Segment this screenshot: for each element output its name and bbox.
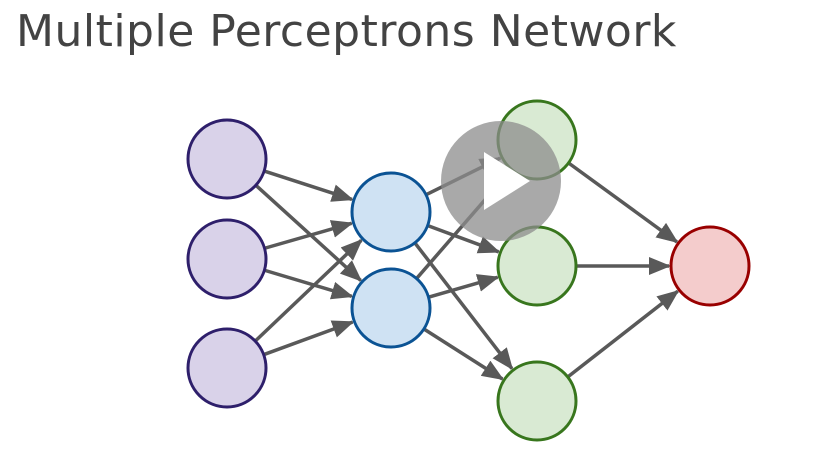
edge-hidden-2-1-to-output-1 [568,162,679,244]
page-title: Multiple Perceptrons Network [16,6,677,57]
edge-input-3-to-hidden-1-1 [254,238,363,342]
hidden-2-node-3 [496,360,578,442]
output-node-1 [669,225,751,307]
edge-input-2-to-hidden-1-2 [264,268,354,300]
hidden-1-node-1 [350,171,432,253]
edge-input-1-to-hidden-1-1 [264,169,354,202]
edge-hidden-1-2-to-hidden-2-3 [423,328,505,381]
edge-hidden-1-1-to-hidden-2-2 [427,224,501,254]
input-node-3 [186,327,268,409]
edge-input-3-to-hidden-1-2 [263,320,355,356]
edge-hidden-1-1-to-hidden-2-3 [414,242,514,371]
hidden-1-node-2 [350,267,432,349]
edge-input-2-to-hidden-1-1 [265,220,354,250]
nodes-group [186,99,751,442]
edge-input-1-to-hidden-1-2 [255,184,363,282]
input-node-1 [186,118,268,200]
input-node-2 [186,218,268,300]
play-icon[interactable] [484,152,530,210]
edge-hidden-2-3-to-output-1 [567,289,680,378]
edge-hidden-1-2-to-hidden-2-2 [428,274,500,299]
video-play-overlay[interactable] [441,121,561,241]
